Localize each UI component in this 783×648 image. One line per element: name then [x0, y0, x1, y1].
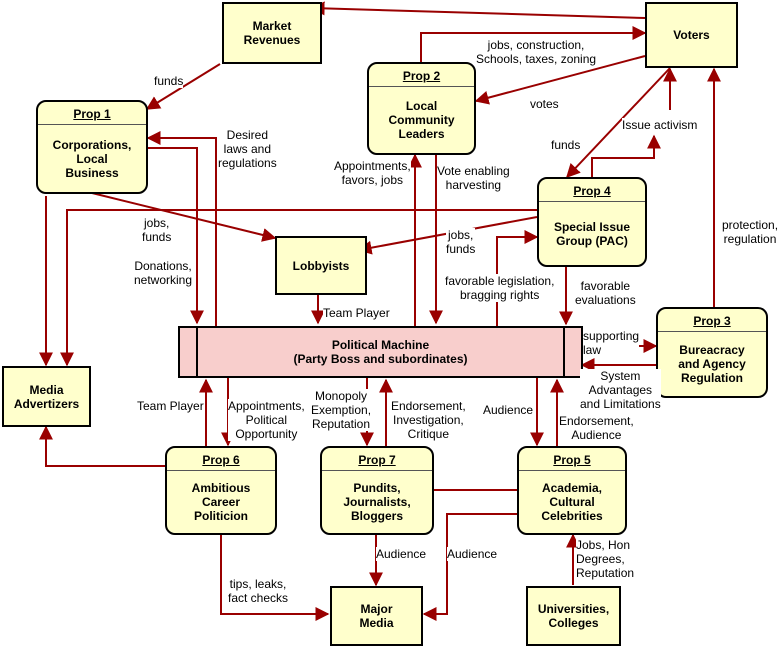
label-funds-market: funds [154, 74, 184, 88]
label-favorable-legislation: favorable legislation, bragging rights [445, 274, 555, 302]
prop4-body: Special Issue Group (PAC) [553, 219, 631, 248]
political-machine-label: Political Machine (Party Boss and subord… [293, 338, 468, 366]
market-revenues-label: Market Revenues [243, 19, 301, 47]
label-votes: votes [530, 97, 559, 111]
label-supporting-law: supporting law [583, 329, 640, 357]
label-appointments-favors: Appointments, favors, jobs [334, 159, 411, 187]
prop2-body: Local Community Leaders [388, 99, 455, 141]
political-machine-node[interactable]: Political Machine (Party Boss and subord… [178, 326, 583, 378]
label-donations: Donations, networking [134, 259, 193, 287]
label-protection: protection, regulation [722, 218, 779, 246]
edge-prop4-issue [591, 134, 661, 177]
pm-right-band [563, 328, 581, 376]
major-media-node[interactable]: Major Media [330, 586, 423, 646]
prop6-title: Prop 6 [167, 448, 275, 471]
label-favorable-evaluations: favorable evaluations [575, 279, 636, 307]
prop3-title: Prop 3 [658, 309, 766, 332]
media-advertizers-label: Media Advertizers [13, 382, 80, 411]
prop3-body: Bureacracy and Agency Regulation [678, 343, 746, 385]
edge-prop1-lobby [91, 192, 277, 242]
edge-prop6-major [220, 535, 330, 621]
label-team-player-lobby: Team Player [323, 306, 390, 320]
prop5-title: Prop 5 [519, 448, 625, 471]
universities-label: Universities, Colleges [537, 602, 610, 630]
prop1-node[interactable]: Prop 1 Corporations, Local Business [36, 100, 148, 194]
label-desired-laws: Desired laws and regulations [218, 128, 277, 170]
lobbyists-node[interactable]: Lobbyists [275, 236, 367, 295]
edge-pm-prop1 [146, 131, 217, 326]
media-advertizers-node[interactable]: Media Advertizers [2, 366, 91, 427]
voters-label: Voters [673, 28, 710, 42]
label-appointments-political: Appointments, Political Opportunity [228, 399, 305, 441]
edge-voters-prop4 [566, 67, 671, 179]
prop4-node[interactable]: Prop 4 Special Issue Group (PAC) [537, 177, 647, 267]
prop6-node[interactable]: Prop 6 Ambitious Career Politicion [165, 446, 277, 535]
label-audience-pm5: Audience [483, 403, 534, 417]
label-funds-voters: funds [551, 138, 581, 152]
prop6-body: Ambitious Career Politicion [191, 481, 251, 523]
label-audience-7: Audience [376, 547, 427, 561]
label-endorsement-investigation: Endorsement, Investigation, Critique [391, 399, 466, 441]
prop7-body: Pundits, Journalists, Bloggers [343, 481, 411, 523]
label-team-player-6: Team Player [137, 399, 204, 413]
label-jobs-construction: jobs, construction, Schools, taxes, zoni… [476, 38, 597, 66]
lobbyists-label: Lobbyists [292, 258, 350, 273]
voters-node[interactable]: Voters [645, 2, 738, 68]
edge-market-prop1 [145, 63, 221, 110]
prop1-body: Corporations, Local Business [52, 137, 132, 180]
pm-left-band [180, 328, 198, 376]
label-vote-enabling: Vote enabling harvesting [437, 164, 510, 192]
edge-prop6-media [39, 425, 165, 467]
label-issue-activism: Issue activism [622, 118, 698, 132]
edge-prop5-major [422, 513, 517, 621]
universities-node[interactable]: Universities, Colleges [526, 586, 621, 646]
label-jobs-funds-1: jobs, funds [142, 216, 172, 244]
prop5-body: Academia, Cultural Celebrities [541, 481, 603, 523]
major-media-label: Major Media [359, 602, 394, 630]
label-jobs-funds-4: jobs, funds [446, 228, 476, 256]
market-revenues-node[interactable]: Market Revenues [222, 2, 322, 64]
prop2-title: Prop 2 [369, 64, 474, 87]
edge-voters-market [310, 1, 646, 19]
prop7-node[interactable]: Prop 7 Pundits, Journalists, Bloggers [320, 446, 434, 535]
prop7-title: Prop 7 [322, 448, 432, 471]
edge-prop1-pm [148, 147, 204, 325]
prop2-node[interactable]: Prop 2 Local Community Leaders [367, 62, 476, 155]
edge-prop2-voters [420, 26, 647, 62]
label-endorsement-audience: Endorsement, Audience [559, 414, 634, 442]
label-system-advantages: System Advantages and Limitations [580, 369, 661, 411]
label-monopoly: Monopoly Exemption, Reputation [311, 389, 372, 431]
label-tips-leaks: tips, leaks, fact checks [228, 577, 289, 605]
prop4-title: Prop 4 [539, 179, 645, 202]
prop3-node[interactable]: Prop 3 Bureacracy and Agency Regulation [656, 307, 768, 398]
label-audience-5: Audience [447, 547, 498, 561]
edge-prop4-media [60, 209, 537, 367]
label-jobs-hon: Jobs, Hon Degrees, Reputation [576, 538, 635, 580]
edge-voters-prop2 [474, 55, 646, 105]
prop1-title: Prop 1 [38, 102, 146, 125]
prop5-node[interactable]: Prop 5 Academia, Cultural Celebrities [517, 446, 627, 535]
